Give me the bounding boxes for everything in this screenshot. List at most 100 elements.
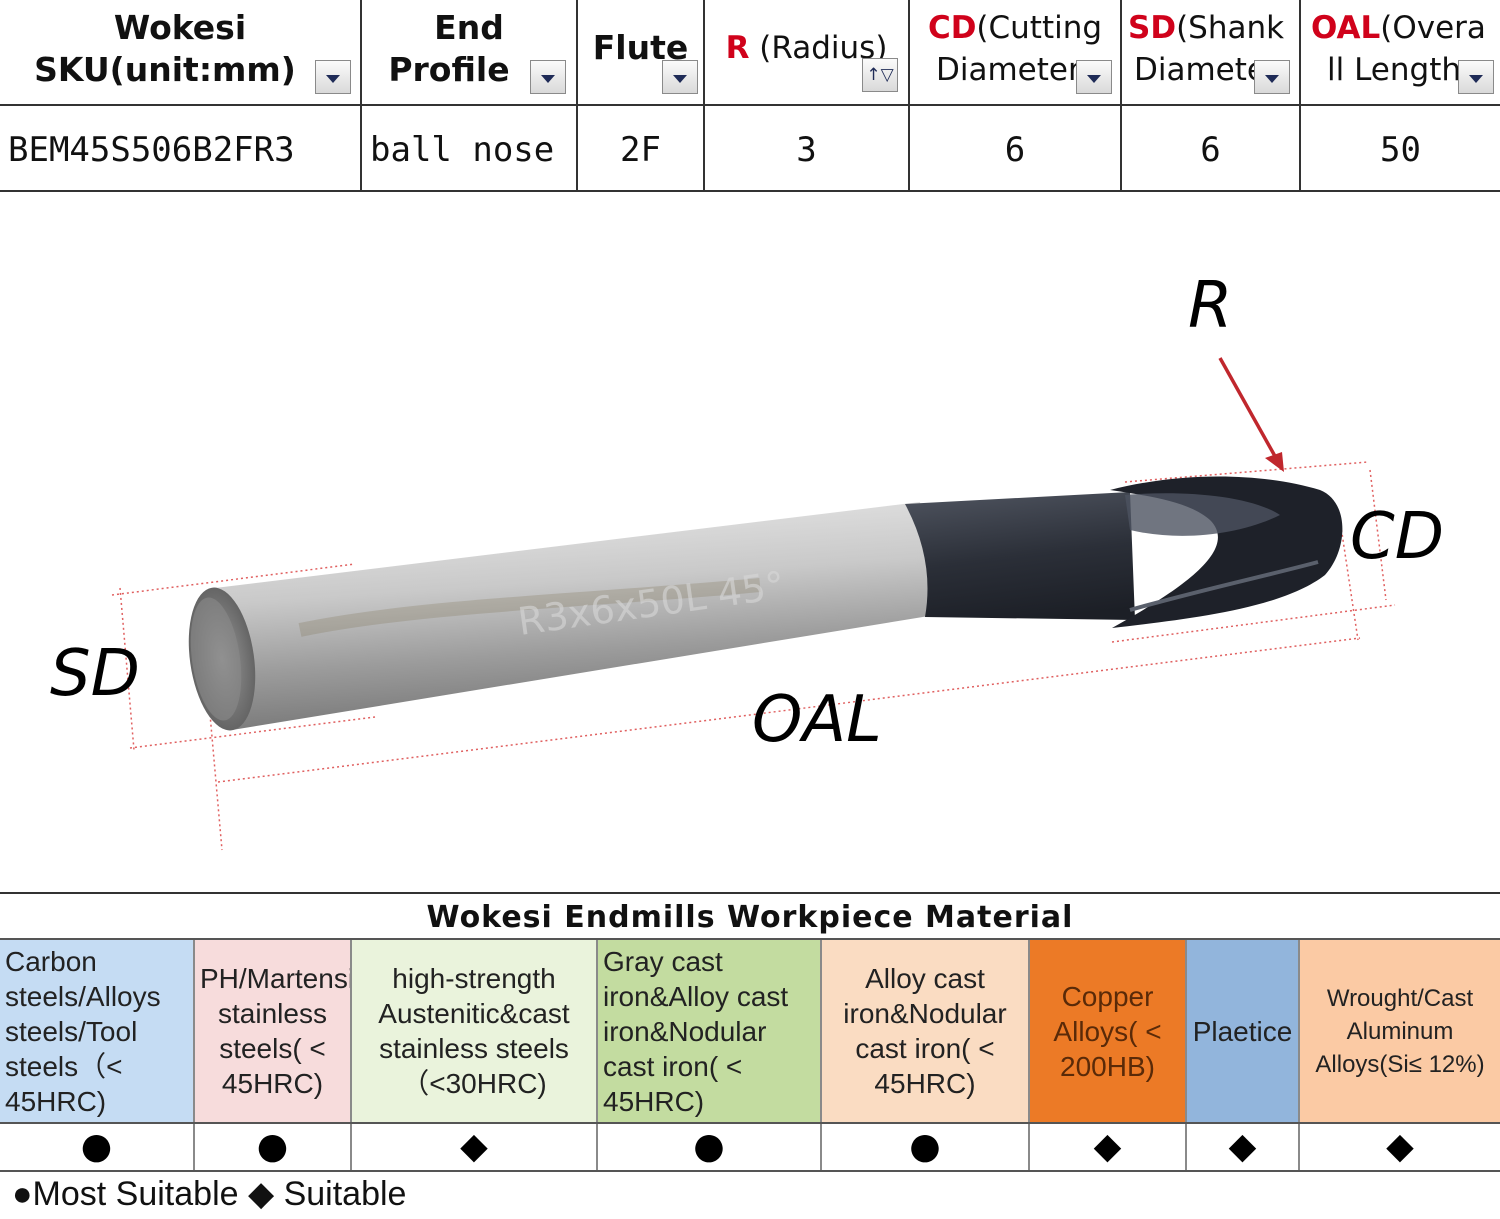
header-oal-line1: (Overa — [1380, 10, 1486, 46]
column-divider — [908, 0, 910, 190]
suitability-alloy-cast-iron: ● — [822, 1124, 1030, 1170]
suitability-copper-alloys: ◆ — [1030, 1124, 1187, 1170]
chevron-down-icon — [1265, 75, 1279, 83]
material-austenitic-steels: high-strength Austenitic&cast stainless … — [352, 940, 598, 1122]
material-stainless-steels-label: PH/Martensitic/Ferritic stainless steels… — [200, 963, 352, 1099]
label-oal: OAL — [752, 683, 882, 757]
filter-dropdown-sku[interactable] — [315, 60, 351, 94]
material-table-title: Wokesi Endmills Workpiece Material — [426, 900, 1074, 935]
workpiece-material-table: Wokesi Endmills Workpiece Material Carbo… — [0, 892, 1500, 1219]
coated-neck — [905, 492, 1135, 620]
header-oal-line2: ll Length — [1327, 52, 1462, 88]
cell-end-profile: ball nose — [370, 130, 555, 170]
suitability-legend: ●Most Suitable ◆ Suitable — [12, 1175, 407, 1213]
filter-dropdown-sd[interactable] — [1254, 60, 1290, 94]
header-end-profile: End Profile — [362, 0, 576, 104]
suitability-carbon-steels: ● — [0, 1124, 195, 1170]
chevron-down-icon — [673, 75, 687, 83]
material-gray-cast-iron: Gray cast iron&Alloy cast iron&Nodular c… — [598, 940, 822, 1122]
suitability-plastics: ◆ — [1187, 1124, 1300, 1170]
header-sd-prefix: SD — [1128, 10, 1177, 46]
chevron-down-icon — [1087, 75, 1101, 83]
filter-dropdown-oal[interactable] — [1458, 60, 1494, 94]
filter-dropdown-flute[interactable] — [662, 60, 698, 94]
header-sku-line1: Wokesi — [113, 8, 247, 47]
ball-nose-head — [1110, 476, 1343, 628]
cd-dimension — [1369, 469, 1387, 601]
filter-dropdown-cd[interactable] — [1076, 60, 1112, 94]
filter-icon: ↑▽ — [866, 64, 894, 85]
oal-dimension — [217, 637, 1361, 783]
material-stainless-steels: PH/Martensitic/Ferritic stainless steels… — [195, 940, 352, 1122]
label-r: R — [1188, 269, 1233, 343]
suitability-gray-cast-iron: ● — [598, 1124, 822, 1170]
material-plastics: Plaetice — [1187, 940, 1300, 1122]
filter-dropdown-end-profile[interactable] — [530, 60, 566, 94]
header-end-profile-line1: End — [434, 8, 504, 47]
header-sd-line1: (Shank — [1176, 10, 1285, 46]
column-divider — [576, 0, 578, 190]
chevron-down-icon — [541, 75, 555, 83]
spec-table: Wokesi SKU(unit:mm) End Profile Flute R … — [0, 0, 1500, 192]
row-divider — [0, 1122, 1500, 1124]
row-divider — [0, 1170, 1500, 1172]
endmill-illustration: R3x6x50L 45° R CD SD OAL — [0, 190, 1500, 890]
material-alloy-cast-iron-label: Alloy cast iron&Nodular cast iron( < 45H… — [843, 963, 1007, 1099]
oal-end-line — [1339, 519, 1359, 641]
material-aluminum-alloys-label: Wrought/Cast Aluminum Alloys(Si≤ 12%) — [1315, 984, 1485, 1078]
flute-edge — [1129, 560, 1319, 612]
cd-guide-top — [1124, 461, 1369, 483]
header-radius-prefix: R — [725, 30, 750, 66]
chevron-down-icon — [1469, 75, 1483, 83]
header-sku-line2: SKU(unit:mm) — [34, 50, 296, 89]
header-cd-line2: Diameter — [936, 52, 1081, 88]
material-carbon-steels: Carbon steels/Alloys steels/Tool steels（… — [0, 940, 195, 1122]
shank-body — [215, 502, 935, 730]
shank-patina — [298, 578, 761, 637]
filter-sort-dropdown-radius[interactable]: ↑▽ — [862, 58, 898, 92]
column-divider — [360, 0, 362, 190]
cell-flute: 2F — [620, 130, 661, 170]
material-copper-alloys-label: Copper Alloys( < 200HB) — [1053, 980, 1162, 1082]
cell-sku: BEM45S506B2FR3 — [8, 130, 295, 170]
chevron-down-icon — [326, 75, 340, 83]
sd-guide-bottom — [129, 716, 376, 749]
material-alloy-cast-iron: Alloy cast iron&Nodular cast iron( < 45H… — [822, 940, 1030, 1122]
header-cd-prefix: CD — [927, 10, 977, 46]
material-aluminum-alloys: Wrought/Cast Aluminum Alloys(Si≤ 12%) — [1300, 940, 1500, 1122]
label-sd: SD — [50, 637, 140, 711]
column-divider — [1299, 0, 1301, 190]
column-divider — [703, 0, 705, 190]
cell-radius: 3 — [796, 130, 817, 170]
header-oal-prefix: OAL — [1311, 10, 1381, 46]
shank-chamfer — [190, 597, 242, 721]
flute-highlight — [1125, 493, 1280, 536]
header-sku: Wokesi SKU(unit:mm) — [0, 0, 360, 104]
header-cd-line1: (Cutting — [976, 10, 1103, 46]
material-austenitic-steels-label: high-strength Austenitic&cast stainless … — [378, 963, 570, 1099]
table-top-border — [0, 892, 1500, 894]
column-divider — [1120, 0, 1122, 190]
suitability-austenitic-steels: ◆ — [352, 1124, 598, 1170]
radius-arrow-shaft — [1218, 357, 1278, 459]
sd-guide-top — [111, 563, 356, 596]
cell-oal: 50 — [1380, 130, 1421, 170]
material-gray-cast-iron-label: Gray cast iron&Alloy cast iron&Nodular c… — [603, 945, 789, 1117]
suitability-aluminum-alloys: ◆ — [1386, 1126, 1414, 1167]
spec-header-row — [0, 0, 1500, 106]
cell-cd: 6 — [1004, 130, 1026, 170]
radius-arrow-head — [1265, 452, 1284, 472]
sd-dimension — [119, 587, 135, 751]
label-cd: CD — [1350, 500, 1444, 574]
suitability-stainless-steels: ● — [195, 1124, 352, 1170]
material-plastics-label: Plaetice — [1192, 1015, 1293, 1047]
header-end-profile-line2: Profile — [388, 50, 510, 89]
endmill-drawing: R3x6x50L 45° — [111, 357, 1396, 851]
header-sd: SD(Shank Diameter — [1122, 0, 1299, 104]
cell-sd: 6 — [1200, 130, 1221, 170]
spec-data-row — [0, 105, 1500, 192]
row-divider — [0, 938, 1500, 940]
material-copper-alloys: Copper Alloys( < 200HB) — [1030, 940, 1187, 1122]
header-oal: OAL(Overa ll Length — [1301, 0, 1500, 104]
material-carbon-steels-label: Carbon steels/Alloys steels/Tool steels（… — [5, 945, 161, 1117]
